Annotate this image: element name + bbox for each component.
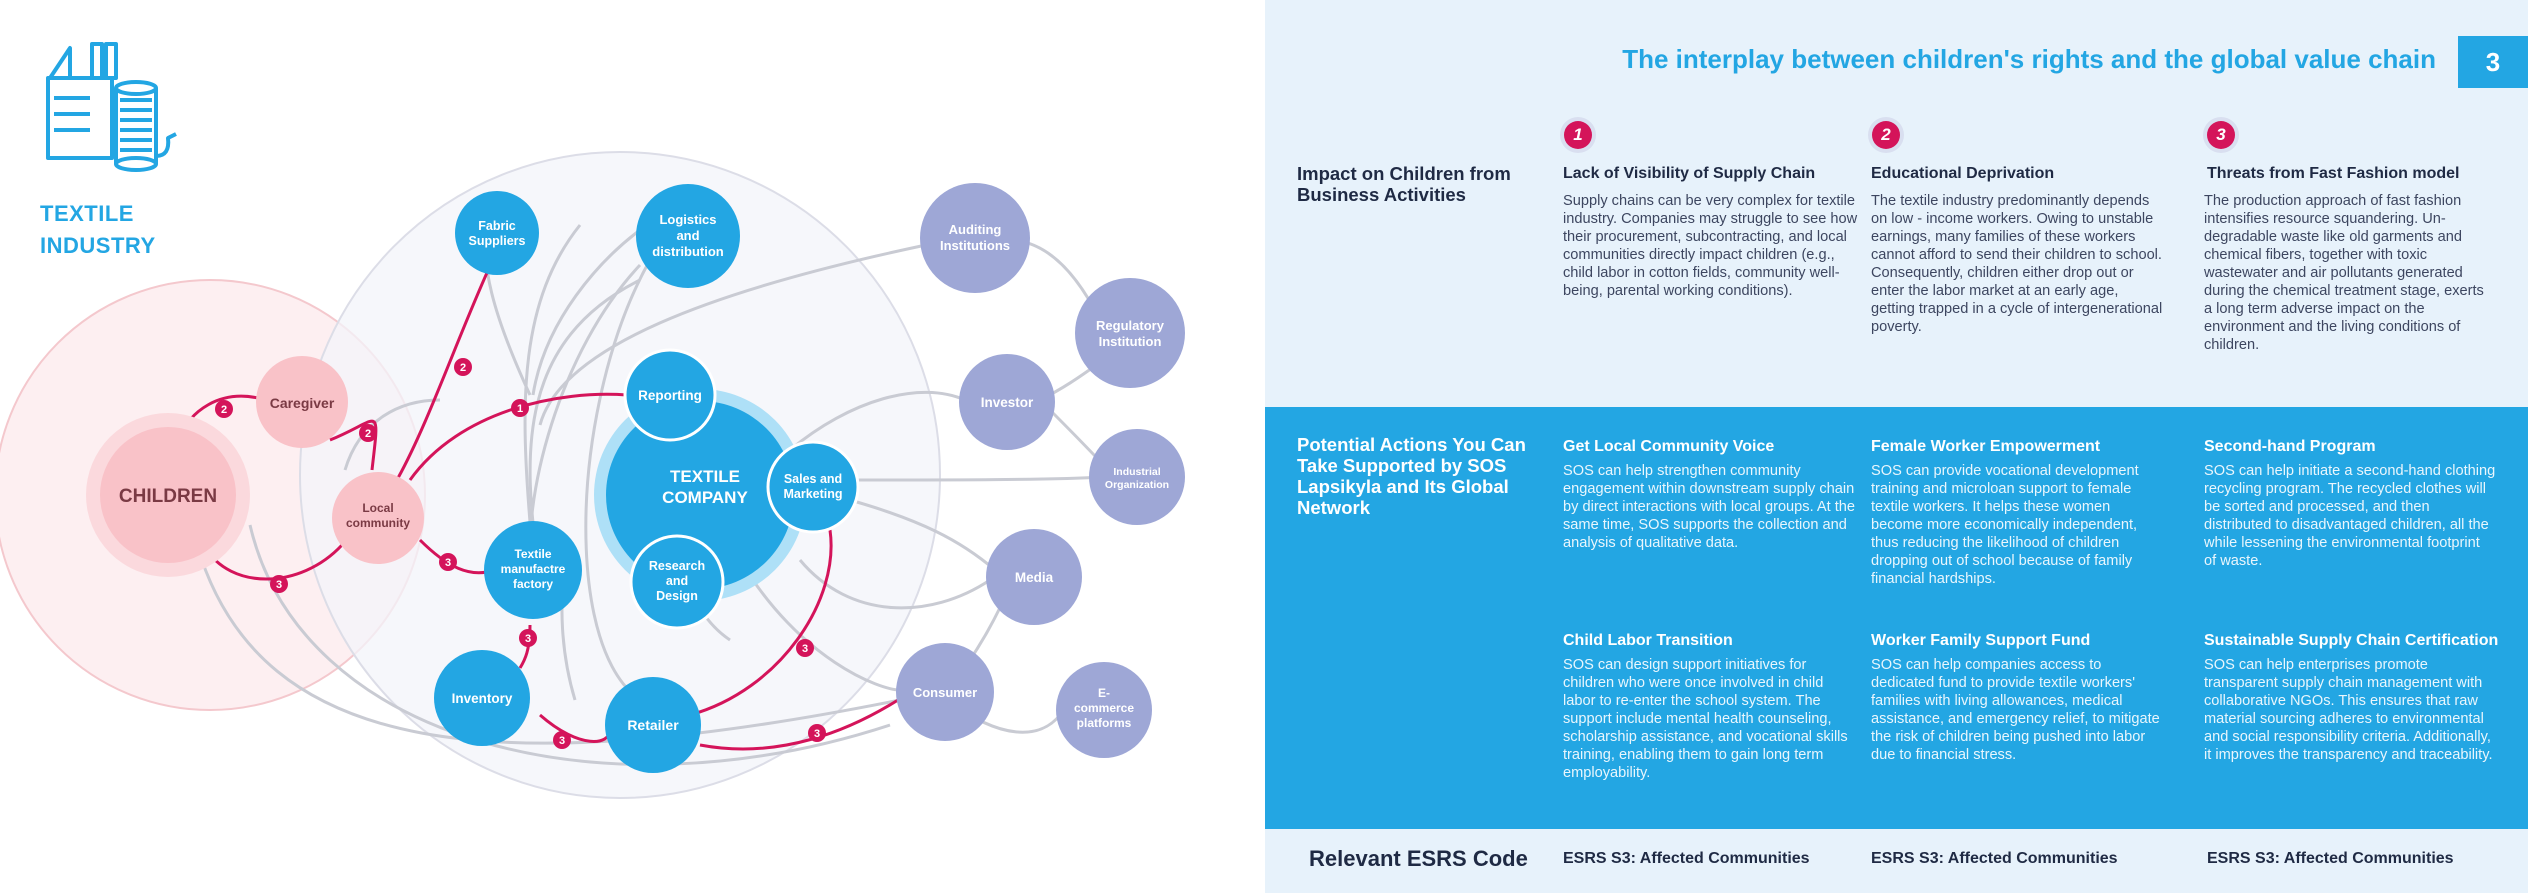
badge-2: 2 (1868, 117, 1904, 153)
badge-3: 3 (2203, 117, 2239, 153)
esrs-code-2: ESRS S3: Affected Communities (1871, 850, 2118, 867)
marker-caregiver-community-label: 2 (365, 428, 371, 440)
node-fabric-suppliers (455, 191, 539, 275)
badge-2-number: 2 (1872, 121, 1900, 149)
marker-community-fabric-label: 2 (460, 362, 466, 374)
action-heading-4: Child Labor Transition (1563, 632, 1733, 649)
action-text-5: SOS can help companies access to dedicat… (1871, 657, 2160, 763)
action-text-1: SOS can help strengthen community engage… (1563, 463, 1856, 551)
industry-title-line1: TEXTILE (40, 201, 134, 226)
actions-row-label: Potential Actions You Can Take Supported… (1297, 434, 1526, 518)
action-text-4: SOS can design support initiatives for c… (1563, 657, 1848, 781)
node-textile-factory (484, 521, 582, 619)
badge-1-number: 1 (1564, 121, 1592, 149)
node-sales-marketing (766, 440, 860, 534)
node-auditing (920, 183, 1030, 293)
node-caregiver (256, 356, 348, 448)
page-title: The interplay between children's rights … (1622, 44, 2436, 74)
node-media-label: Media (1015, 570, 1054, 585)
marker-children-community (270, 575, 288, 593)
node-investor-label: Investor (981, 395, 1034, 410)
esrs-code-1: ESRS S3: Affected Communities (1563, 850, 1810, 867)
node-local-community (332, 472, 424, 564)
impact-heading-3: Threats from Fast Fashion model (2207, 165, 2460, 182)
industry-title-line2: INDUSTRY (40, 233, 156, 258)
esrs-code-3: ESRS S3: Affected Communities (2207, 850, 2454, 867)
action-text-6: SOS can help enterprises promote transpa… (2204, 657, 2493, 763)
marker-community-factory-label: 3 (445, 557, 451, 569)
node-inventory (434, 650, 530, 746)
node-ecommerce (1056, 662, 1152, 758)
action-heading-3: Second-hand Program (2204, 438, 2376, 455)
node-investor (959, 354, 1055, 450)
impact-heading-1: Lack of Visibility of Supply Chain (1563, 165, 1816, 182)
node-media (986, 529, 1082, 625)
industry-title: TEXTILE INDUSTRY (40, 198, 156, 262)
node-retailer-label: Retailer (627, 717, 679, 733)
marker-caregiver-children (215, 400, 233, 418)
action-heading-6: Sustainable Supply Chain Certification (2204, 632, 2499, 649)
marker-caregiver-children-label: 2 (221, 404, 227, 416)
node-consumer (896, 643, 994, 741)
marker-retailer-sales (796, 639, 814, 657)
diagram-panel: TEXTILE INDUSTRY (0, 42, 1185, 799)
marker-inventory-retailer (553, 731, 571, 749)
node-reporting (623, 348, 717, 442)
node-children (100, 427, 236, 563)
node-retailer (605, 677, 701, 773)
esrs-band (1265, 829, 2528, 893)
marker-retailer-sales-label: 3 (802, 643, 808, 655)
marker-factory-inventory-label: 3 (525, 633, 531, 645)
impact-text-2: The textile industry predominantly depen… (1871, 193, 2163, 335)
node-research-design (629, 534, 725, 630)
node-regulatory (1075, 278, 1185, 388)
marker-community-factory (439, 553, 457, 571)
esrs-row-label: Relevant ESRS Code (1309, 846, 1528, 871)
badge-3-number: 3 (2207, 121, 2235, 149)
page-number: 3 (2458, 36, 2528, 88)
impact-row-label: Impact on Children from Business Activit… (1297, 163, 1511, 205)
marker-retailer-consumer (808, 724, 826, 742)
node-logistics (636, 184, 740, 288)
textile-factory-icon (46, 42, 177, 172)
node-caregiver-label: Caregiver (270, 395, 335, 411)
marker-retailer-consumer-label: 3 (814, 728, 820, 740)
action-text-3: SOS can help initiate a second-hand clot… (2204, 463, 2496, 569)
impact-heading-2: Educational Deprivation (1871, 165, 2055, 182)
content-panel: The interplay between children's rights … (1265, 0, 2528, 893)
impact-text-3: The production approach of fast fashion … (2204, 193, 2484, 353)
action-heading-2: Female Worker Empowerment (1871, 438, 2101, 455)
node-industrial-org (1089, 429, 1185, 525)
action-heading-1: Get Local Community Voice (1563, 438, 1775, 455)
marker-inventory-retailer-label: 3 (559, 735, 565, 747)
marker-community-fabric (454, 358, 472, 376)
impact-text-1: Supply chains can be very complex for te… (1563, 193, 1858, 299)
marker-community-reporting-label: 1 (517, 403, 523, 415)
badge-1: 1 (1560, 117, 1596, 153)
marker-community-reporting (511, 399, 529, 417)
impact-band (1265, 0, 2528, 407)
action-text-2: SOS can provide vocational development t… (1871, 463, 2139, 587)
marker-factory-inventory (519, 629, 537, 647)
marker-caregiver-community (359, 424, 377, 442)
node-inventory-label: Inventory (452, 691, 513, 706)
node-children-label: CHILDREN (119, 486, 217, 507)
actions-band (1265, 407, 2528, 829)
marker-children-community-label: 3 (276, 579, 282, 591)
action-heading-5: Worker Family Support Fund (1871, 632, 2091, 649)
node-reporting-label: Reporting (638, 388, 702, 403)
node-consumer-label: Consumer (913, 685, 977, 700)
